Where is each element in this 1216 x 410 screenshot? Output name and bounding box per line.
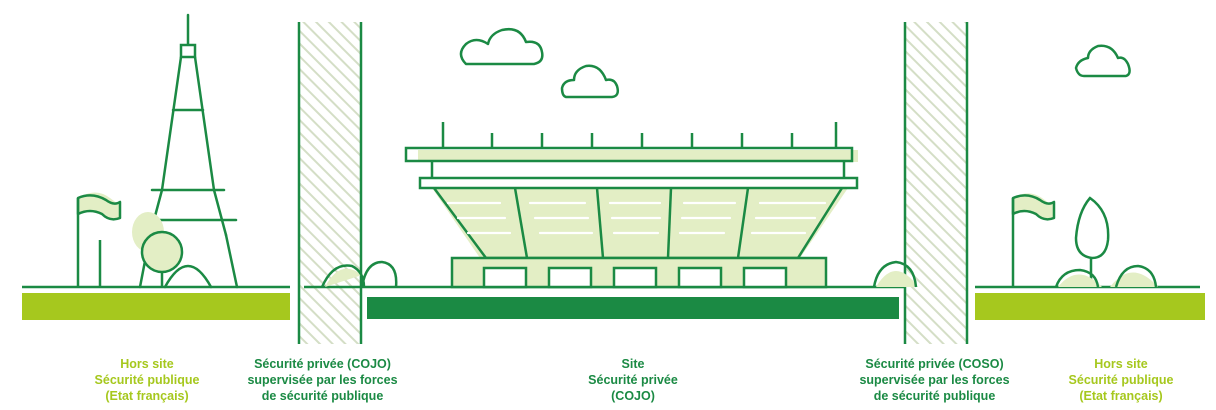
- tree-icon: [132, 212, 184, 287]
- caption-line: Sécurité privée (COJO): [254, 357, 391, 371]
- zone-caption-securite-privee-cojo: Sécurité privée (COJO) supervisée par le…: [220, 356, 425, 404]
- cloud-icon: [560, 64, 620, 99]
- caption-line: de sécurité publique: [261, 389, 384, 403]
- caption-line: Hors site: [120, 357, 174, 371]
- ground-bar-hors-site-right: [975, 293, 1205, 320]
- caption-line: supervisée par les forces: [859, 373, 1010, 387]
- ground-bar-hors-site-left: [22, 293, 290, 320]
- cloud-icon: [459, 28, 544, 66]
- buffer-zone-right: [905, 22, 967, 344]
- flag-icon: [1011, 193, 1056, 287]
- flag-icon: [76, 192, 122, 287]
- caption-line: Sécurité privée (COSO): [865, 357, 1004, 371]
- caption-line: (Etat français): [105, 389, 189, 403]
- zone-caption-site: Site Sécurité privée (COJO): [548, 356, 718, 404]
- caption-line: Site: [621, 357, 645, 371]
- caption-line: de sécurité publique: [873, 389, 996, 403]
- caption-line: (COJO): [611, 389, 655, 403]
- stadium-icon: [404, 122, 859, 289]
- zone-caption-hors-site-left: Hors site Sécurité publique (Etat frança…: [62, 356, 232, 404]
- cloud-icon: [1074, 44, 1131, 78]
- ground-bar-site: [367, 297, 899, 319]
- zone-caption-securite-privee-coso: Sécurité privée (COSO) supervisée par le…: [832, 356, 1037, 404]
- caption-line: (Etat français): [1079, 389, 1163, 403]
- caption-line: Sécurité publique: [94, 373, 200, 387]
- bush-icon: [320, 260, 398, 288]
- caption-line: Sécurité publique: [1068, 373, 1174, 387]
- bush-icon: [872, 260, 918, 288]
- caption-line: Hors site: [1094, 357, 1148, 371]
- bush-icon: [1054, 264, 1158, 288]
- caption-line: supervisée par les forces: [247, 373, 398, 387]
- caption-line: Sécurité privée: [588, 373, 678, 387]
- zone-caption-hors-site-right: Hors site Sécurité publique (Etat frança…: [1036, 356, 1206, 404]
- buffer-zone-left: [299, 22, 361, 344]
